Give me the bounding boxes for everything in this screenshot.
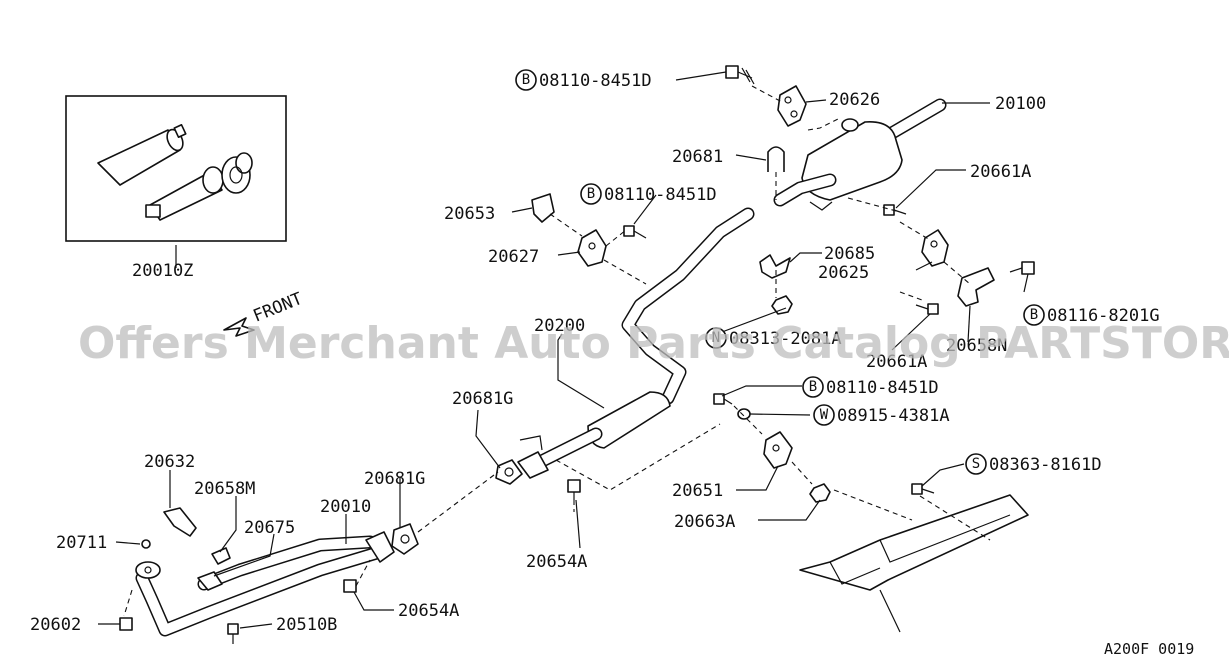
bolt-20510B: [227, 623, 239, 644]
label-20510B: 20510B: [276, 615, 337, 635]
main-muffler: [773, 98, 947, 211]
bolt-top: [725, 65, 755, 85]
bolt-prefix-08116-text: B: [1030, 307, 1038, 323]
nut-20663A: [809, 483, 831, 503]
bolt-20661A-top: [883, 204, 907, 216]
label-20681: 20681: [672, 147, 723, 167]
label-20010: 20010: [320, 497, 371, 517]
label-20100: 20100: [995, 94, 1046, 114]
hanger-20626: [777, 85, 807, 127]
bolt-08116: [1009, 261, 1035, 275]
hanger-20681: [767, 146, 785, 172]
bolt-prefix-mid-text: B: [587, 186, 595, 202]
nut-08313: [771, 295, 793, 315]
inset-kit-box: [65, 95, 287, 258]
label-20653: 20653: [444, 204, 495, 224]
label-20200: 20200: [534, 316, 585, 336]
label-20654A-mid: 20654A: [526, 552, 587, 572]
bolt-prefix-08116: [1023, 304, 1045, 326]
label-20685: 20685: [824, 244, 875, 264]
nut-prefix: [705, 327, 727, 349]
label-20627: 20627: [488, 247, 539, 267]
assembly-lines: [123, 85, 991, 617]
bolt-prefix-mid: [580, 183, 602, 205]
label-08363-8161D: 08363-8161D: [989, 455, 1102, 475]
label-20681G-upper: 20681G: [452, 389, 513, 409]
label-20632: 20632: [144, 452, 195, 472]
label-20681G-lower: 20681G: [364, 469, 425, 489]
bolt-prefix-top: [515, 69, 537, 91]
label-20654A-low: 20654A: [398, 601, 459, 621]
label-20658M: 20658M: [194, 479, 255, 499]
label-20661A-top: 20661A: [970, 162, 1031, 182]
bolt-mid: [623, 225, 647, 239]
leader-lines: [98, 71, 1029, 629]
center-pipe-20200: [517, 207, 755, 479]
washer-prefix-text: W: [820, 407, 829, 423]
front-arrow-icon: [223, 317, 255, 337]
label-08110-8451D-top: 08110-8451D: [539, 71, 652, 91]
bolt-20661A-bottom: [915, 303, 939, 315]
nut-20602: [119, 617, 133, 631]
hanger-20651: [763, 431, 793, 469]
part-labels: 08110-8451D 20626 20100 20681 20661A 081…: [30, 71, 1160, 635]
label-08313-2081A: 08313-2081A: [729, 329, 842, 349]
bracket-20675: [197, 571, 223, 591]
prefix-circles: B B B N B W S: [515, 69, 1045, 475]
bolt-20654A-low: [343, 579, 357, 593]
bolt-prefix-low-text: B: [809, 379, 817, 395]
bracket-20632: [163, 507, 197, 537]
hanger-20625: [921, 229, 949, 267]
hanger-20627: [577, 229, 607, 267]
diagram-code: A200F 0019: [1104, 640, 1194, 658]
label-08110-8451D-mid: 08110-8451D: [604, 185, 717, 205]
heat-shield-panel: [799, 494, 1029, 633]
nut-prefix-text: N: [712, 330, 720, 346]
hanger-20685: [759, 254, 791, 279]
washer-08915: [737, 408, 751, 420]
bolt-prefix-low: [802, 376, 824, 398]
label-08915-4381A: 08915-4381A: [837, 406, 950, 426]
label-20602: 20602: [30, 615, 81, 635]
screw-prefix: [965, 453, 987, 475]
label-20658N: 20658N: [946, 336, 1007, 356]
screw-prefix-text: S: [972, 456, 980, 472]
bolt-low-08110: [713, 393, 733, 405]
label-20626: 20626: [829, 90, 880, 110]
label-20661A-bottom: 20661A: [866, 352, 927, 372]
bracket-20658N: [957, 267, 995, 307]
label-20711: 20711: [56, 533, 107, 553]
label-20675: 20675: [244, 518, 295, 538]
washer-prefix: [813, 404, 835, 426]
front-tube-20010: [135, 531, 395, 637]
bolt-prefix-top-text: B: [522, 72, 530, 88]
label-08110-8451D-low: 08110-8451D: [826, 378, 939, 398]
label-20010Z: 20010Z: [132, 261, 193, 281]
bracket-20653: [531, 193, 555, 223]
washer-20711: [141, 539, 151, 549]
bolt-20654A-mid: [567, 479, 581, 500]
label-08116-8201G: 08116-8201G: [1047, 306, 1160, 326]
label-20663A: 20663A: [674, 512, 735, 532]
gasket-20681G-lower: [391, 523, 419, 555]
watermark: Offers Merchant Auto Parts Catalog PARTS…: [78, 318, 1229, 369]
gasket-20681G-upper: [495, 459, 523, 485]
label-20625: 20625: [818, 263, 869, 283]
bolt-08363: [911, 483, 935, 495]
label-20651: 20651: [672, 481, 723, 501]
